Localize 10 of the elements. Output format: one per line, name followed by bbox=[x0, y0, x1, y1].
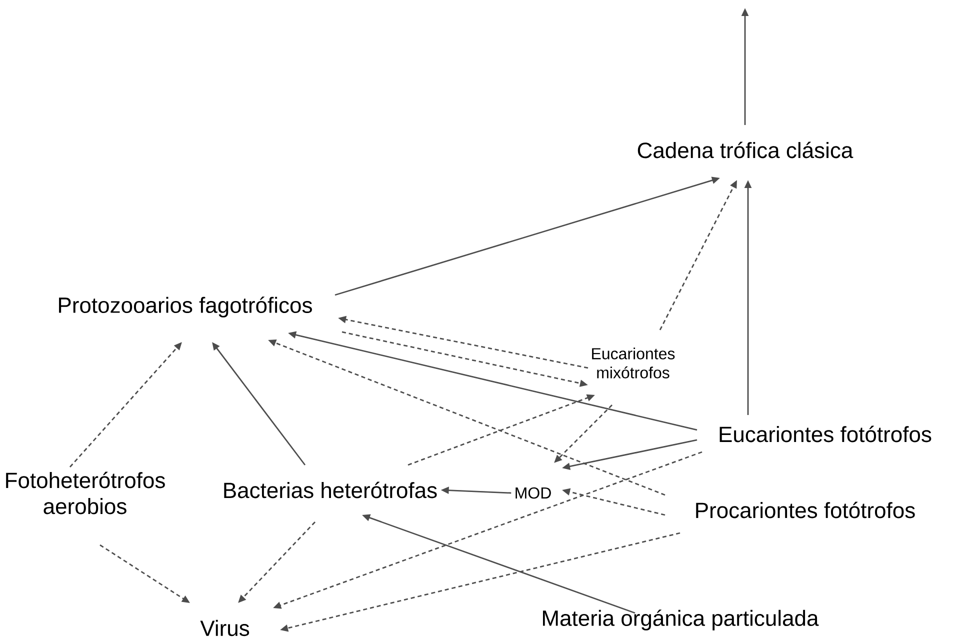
node-label: Protozooarios fagotróficos bbox=[59, 296, 312, 318]
node-label: Procariontes fotótrofos bbox=[696, 502, 915, 518]
node-label: Eucariontes fotótrofos bbox=[720, 426, 932, 442]
node-label: Fotoheterótrofos aerobios bbox=[6, 472, 165, 514]
node-label: Cadena trófica clásica bbox=[638, 142, 854, 158]
node-label: Materia orgánica particulada bbox=[543, 610, 819, 630]
node-label: Bacterias heterótrofas bbox=[224, 482, 437, 498]
node-label: MOD bbox=[516, 487, 551, 499]
node-label: Virus bbox=[200, 620, 250, 636]
node-label: Eucariontes mixótrofos bbox=[592, 348, 675, 378]
